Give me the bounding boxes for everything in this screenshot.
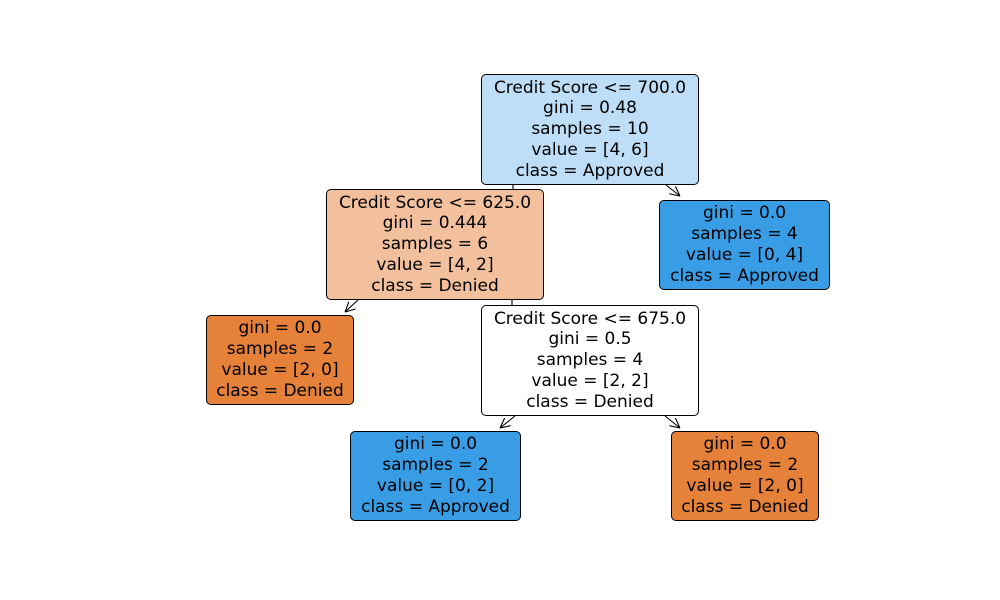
- node-text-line: gini = 0.444: [382, 213, 488, 234]
- edge-n4-n5: [500, 415, 516, 428]
- node-text-line: Credit Score <= 625.0: [338, 192, 532, 213]
- node-text-line: Credit Score <= 675.0: [493, 308, 687, 329]
- node-text-line: gini = 0.0: [238, 318, 322, 339]
- node-text-line: class = Denied: [216, 380, 344, 401]
- node-text-line: value = [4, 6]: [531, 139, 649, 160]
- node-text-line: value = [0, 4]: [685, 245, 804, 265]
- node-text-line: value = [2, 2]: [531, 370, 649, 391]
- node-text-line: samples = 2: [382, 455, 489, 476]
- node-text-line: samples = 2: [691, 455, 799, 476]
- node-text-line: gini = 0.48: [543, 98, 637, 119]
- node-text-line: class = Denied: [526, 391, 654, 412]
- node-text-line: class = Denied: [371, 275, 499, 296]
- node-text-line: samples = 10: [531, 119, 649, 140]
- node-text-line: class = Denied: [681, 496, 809, 517]
- node-text-line: gini = 0.0: [703, 434, 787, 455]
- edge-n0-n2: [665, 184, 680, 196]
- node-text-line: gini = 0.0: [702, 203, 787, 224]
- node-text-line: class = Approved: [670, 265, 819, 286]
- node-text-line: samples = 6: [381, 234, 489, 255]
- node-text-line: samples = 4: [536, 350, 644, 371]
- node-text-line: Credit Score <= 700.0: [493, 77, 687, 98]
- node-text-line: class = Approved: [515, 160, 665, 181]
- node-text-line: samples = 4: [691, 224, 798, 245]
- edge-n1-n3: [345, 299, 359, 312]
- node-text-line: value = [2, 0]: [221, 360, 339, 380]
- node-text-line: value = [0, 2]: [376, 476, 495, 496]
- edge-n4-n6: [664, 415, 680, 428]
- node-text-line: class = Approved: [361, 496, 510, 517]
- node-text-line: value = [4, 2]: [376, 254, 494, 275]
- node-text-line: gini = 0.5: [548, 329, 632, 350]
- node-text-line: gini = 0.0: [393, 434, 478, 455]
- node-text-line: samples = 2: [226, 339, 334, 360]
- node-text-line: value = [2, 0]: [686, 476, 804, 496]
